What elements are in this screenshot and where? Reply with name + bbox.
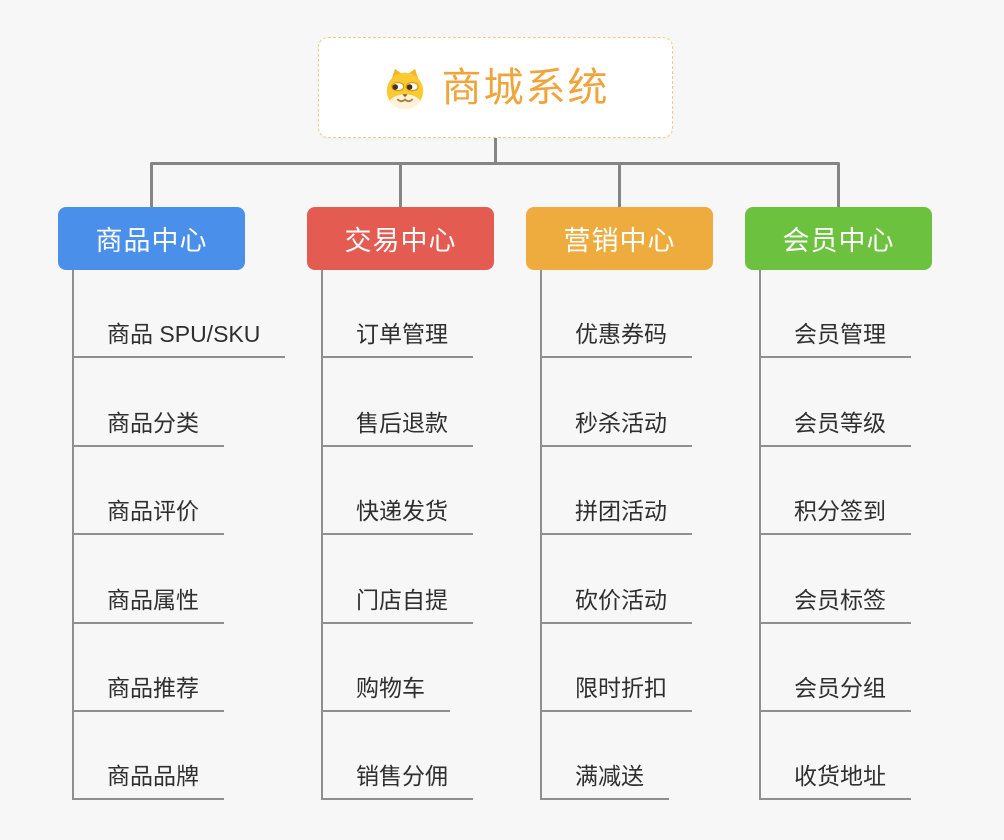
topic-node[interactable]: 商品品牌: [72, 762, 224, 800]
topic-node[interactable]: 售后退款: [321, 409, 473, 447]
connector-drop-marketing: [618, 164, 621, 207]
branch-node-marketing-center[interactable]: 营销中心: [526, 207, 713, 270]
topic-node[interactable]: 会员等级: [759, 409, 911, 447]
connector-drop-product: [150, 164, 153, 207]
topic-node[interactable]: 优惠券码: [540, 320, 692, 358]
topic-node[interactable]: 门店自提: [321, 586, 473, 624]
topic-node[interactable]: 商品推荐: [72, 674, 224, 712]
branch-spine-marketing: [540, 270, 542, 800]
topic-node[interactable]: 会员管理: [759, 320, 911, 358]
root-topic-label: 商城系统: [441, 65, 610, 110]
topic-node[interactable]: 砍价活动: [540, 586, 692, 624]
topic-node[interactable]: 购物车: [321, 674, 450, 712]
dog-face-icon: [386, 68, 423, 109]
topic-node[interactable]: 订单管理: [321, 320, 473, 358]
branch-spine-product: [72, 270, 74, 800]
branch-node-trade-center[interactable]: 交易中心: [307, 207, 494, 270]
connector-drop-trade: [399, 164, 402, 207]
topic-node[interactable]: 快递发货: [321, 497, 473, 535]
connector-trunk: [150, 162, 840, 165]
topic-node[interactable]: 满减送: [540, 762, 669, 800]
topic-node[interactable]: 商品评价: [72, 497, 224, 535]
branch-node-member-center[interactable]: 会员中心: [745, 207, 932, 270]
topic-node[interactable]: 会员分组: [759, 674, 911, 712]
topic-node[interactable]: 商品 SPU/SKU: [72, 320, 286, 358]
topic-node[interactable]: 秒杀活动: [540, 409, 692, 447]
topic-node[interactable]: 商品分类: [72, 409, 224, 447]
branch-spine-trade: [321, 270, 323, 800]
topic-node[interactable]: 会员标签: [759, 586, 911, 624]
topic-node[interactable]: 商品属性: [72, 586, 224, 624]
topic-node[interactable]: 积分签到: [759, 497, 911, 535]
branch-spine-member: [759, 270, 761, 800]
branch-node-product-center[interactable]: 商品中心: [58, 207, 245, 270]
topic-node[interactable]: 拼团活动: [540, 497, 692, 535]
topic-node[interactable]: 收货地址: [759, 762, 911, 800]
connector-drop-member: [837, 164, 840, 207]
root-topic-node[interactable]: 商城系统: [318, 37, 673, 138]
topic-node[interactable]: 销售分佣: [321, 762, 473, 800]
connector-root-drop: [494, 138, 497, 163]
topic-node[interactable]: 限时折扣: [540, 674, 692, 712]
